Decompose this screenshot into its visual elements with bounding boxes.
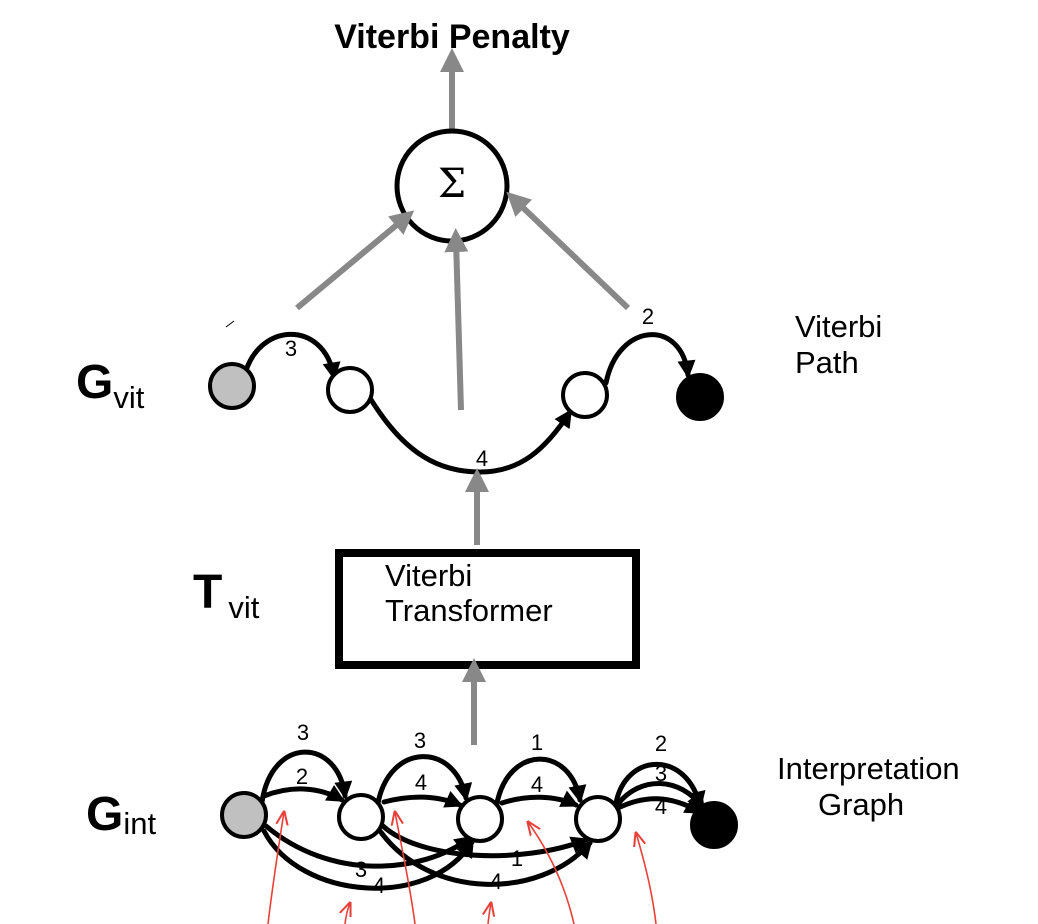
- int-node: [574, 795, 622, 843]
- vit-end-node: [676, 373, 724, 421]
- viterbi-path-label: Viterbi Path: [795, 309, 891, 380]
- vit-edge-2: [603, 332, 696, 386]
- flow-arrow-middle: [444, 228, 469, 411]
- int-edge-label: 3: [355, 857, 367, 882]
- flow-arrow-left: [295, 210, 415, 311]
- interpretation-edges: [259, 749, 706, 891]
- int-edge-label: 4: [415, 770, 427, 795]
- vit-node: [561, 371, 609, 419]
- g-vit-label: Gvit: [76, 356, 145, 415]
- int-edge-label: 4: [531, 772, 543, 797]
- interpretation-graph-label: Interpretation Graph: [777, 751, 968, 822]
- input-arrows: [267, 812, 657, 924]
- vit-edge-4: [367, 395, 573, 475]
- vit-start-node: [208, 362, 256, 410]
- int-edge-label: 3: [297, 720, 309, 745]
- int-start-node: [220, 791, 268, 839]
- int-node: [456, 795, 504, 843]
- g-int-label: Gint: [86, 788, 156, 841]
- viterbi-transformer-box: [335, 549, 640, 669]
- int-end-node: [690, 801, 738, 849]
- vit-edge-3: [241, 331, 341, 381]
- int-edge-label: 1: [511, 846, 523, 871]
- int-node: [337, 793, 385, 841]
- sum-symbol: Σ: [438, 161, 466, 207]
- int-edge-label: 3: [655, 761, 667, 786]
- vit-node: [326, 366, 374, 414]
- vit-edge-label: 4: [476, 446, 488, 471]
- diagram-title: Viterbi Penalty: [334, 18, 570, 56]
- int-edge-label: 2: [296, 764, 308, 789]
- int-edge-label: 1: [531, 730, 543, 755]
- int-edge-label: 4: [490, 869, 502, 894]
- int-edge-label: 4: [373, 873, 385, 898]
- int-edge-label: 3: [414, 728, 426, 753]
- vit-edge-label: 2: [642, 304, 654, 329]
- int-edge-label: 4: [655, 794, 667, 819]
- vit-edge-label: 3: [285, 336, 297, 361]
- flow-arrow-right: [506, 191, 631, 311]
- int-edge-label: 2: [655, 731, 667, 756]
- stray-tick: [225, 320, 235, 328]
- transformer-label: Viterbi Transformer: [385, 558, 553, 628]
